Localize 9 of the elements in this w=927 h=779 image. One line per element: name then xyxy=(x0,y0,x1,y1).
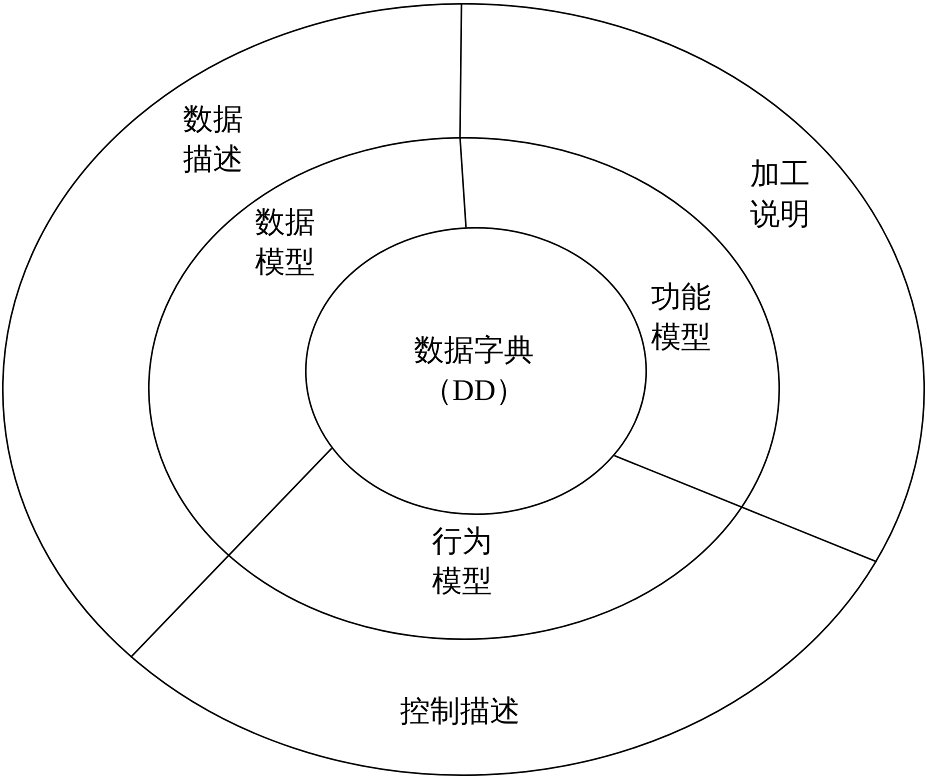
middle-ellipse xyxy=(148,137,780,640)
sector-label: 功能模型 xyxy=(650,280,712,356)
sector-label: 行为模型 xyxy=(431,524,493,600)
sector-label: 数据模型 xyxy=(254,205,316,281)
center-label: 数据字典（DD） xyxy=(413,333,535,409)
sector-label: 加工说明 xyxy=(749,157,811,233)
outer-ellipse xyxy=(2,3,925,776)
sector-label: 控制描述 xyxy=(400,694,520,730)
sector-label: 数据描述 xyxy=(182,102,244,178)
